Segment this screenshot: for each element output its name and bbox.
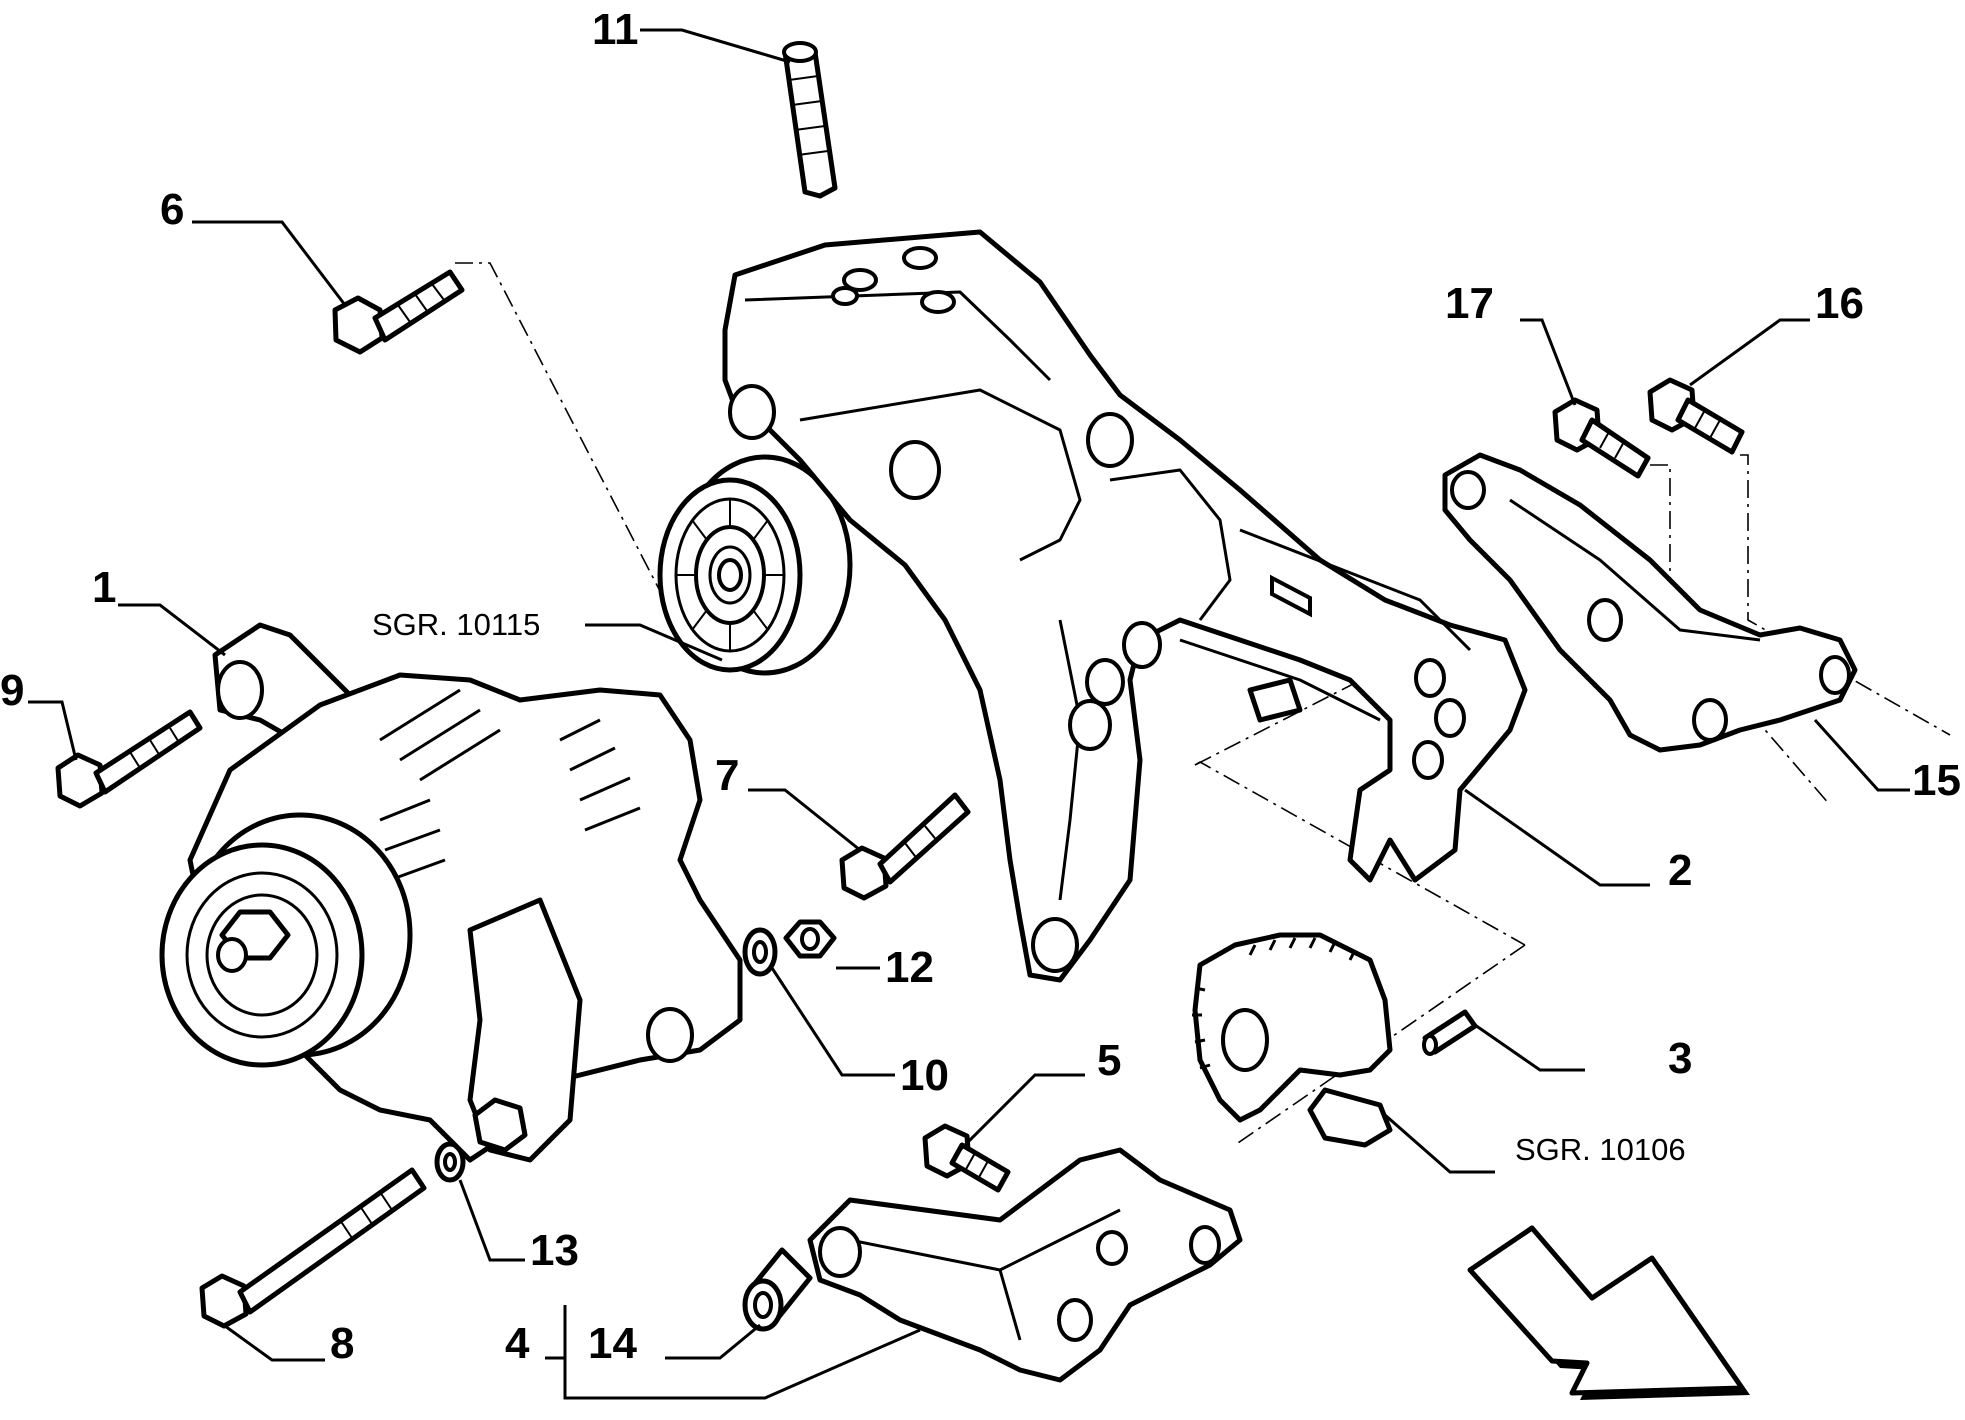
- direction-arrow-icon: [1467, 1225, 1750, 1400]
- part-9-bolt[interactable]: [55, 709, 203, 809]
- part-7-bolt[interactable]: [839, 792, 971, 901]
- label-part-16: 16: [1815, 279, 1864, 328]
- part-5-bolt[interactable]: [922, 1123, 1011, 1193]
- part-8-bolt[interactable]: [199, 1167, 427, 1329]
- label-sgr-10115: SGR. 10115: [372, 607, 540, 642]
- part-number-labels: 11 6 1 9 7 12 10 13 8 4 14 5 3 2 15 17 1…: [0, 5, 1961, 1368]
- label-part-17: 17: [1445, 279, 1494, 328]
- label-part-5: 5: [1097, 1036, 1121, 1085]
- part-3-pin[interactable]: [1422, 1009, 1478, 1056]
- label-part-3: 3: [1668, 1034, 1692, 1083]
- label-part-8: 8: [330, 1319, 354, 1368]
- label-part-11: 11: [592, 5, 639, 54]
- label-part-9: 9: [0, 666, 24, 715]
- leader-lines: [28, 28, 1910, 1400]
- label-part-4: 4: [505, 1319, 530, 1368]
- part-1-alternator[interactable]: [159, 622, 743, 1163]
- label-part-6: 6: [160, 185, 184, 234]
- tensioner-gear[interactable]: [1192, 932, 1393, 1148]
- reference-labels: SGR. 10115 SGR. 10106: [372, 607, 1686, 1167]
- label-part-10: 10: [900, 1051, 949, 1100]
- label-part-1: 1: [92, 563, 116, 612]
- part-13-washer[interactable]: [434, 1141, 466, 1183]
- part-12-nut[interactable]: [783, 919, 837, 959]
- label-part-2: 2: [1668, 846, 1692, 895]
- part-15-tensioner-arm[interactable]: [1442, 452, 1858, 753]
- part-4-lower-bracket[interactable]: [807, 1147, 1243, 1383]
- label-sgr-10106: SGR. 10106: [1515, 1132, 1686, 1167]
- label-part-13: 13: [530, 1226, 579, 1275]
- label-part-14: 14: [588, 1319, 637, 1368]
- label-part-12: 12: [885, 943, 934, 992]
- part-17-bolt[interactable]: [1552, 397, 1651, 479]
- label-part-15: 15: [1912, 756, 1961, 805]
- part-14-bushing[interactable]: [742, 1247, 813, 1332]
- part-6-bolt[interactable]: [332, 269, 465, 355]
- part-11-stud[interactable]: [782, 41, 838, 199]
- part-2-main-bracket[interactable]: [722, 229, 1528, 983]
- label-part-7: 7: [715, 751, 739, 800]
- part-16-bolt[interactable]: [1647, 377, 1745, 455]
- idler-pulley[interactable]: [657, 454, 853, 676]
- part-10-washer[interactable]: [742, 927, 778, 977]
